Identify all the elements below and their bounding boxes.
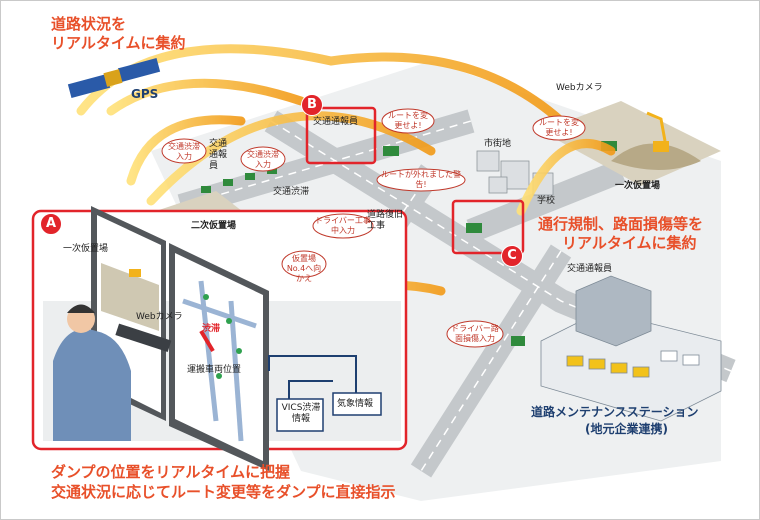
- traffic-officer-left-label: 交通通報員: [209, 139, 228, 171]
- heading-right-line1: 通行規制、路面損傷等を: [538, 215, 704, 233]
- vics-box: [276, 398, 324, 432]
- control-room: [31, 206, 408, 471]
- monitor-map: [182, 280, 257, 442]
- city-label: 市街地: [484, 139, 512, 149]
- primary-yard-label: 一次仮置場: [615, 181, 661, 191]
- bubble-off-route-warning: ルートが外れました警告!: [381, 170, 461, 189]
- road-work-label: 道路復旧工事: [367, 210, 404, 231]
- vehicle-dots: [203, 294, 242, 379]
- bubble-jam-input-2: 交通渋滞入力: [247, 150, 279, 169]
- heading-top-line2: リアルタイムに集約: [51, 34, 186, 52]
- operator-icon: [53, 304, 131, 441]
- traffic-jam-label: 交通渋滞: [273, 187, 310, 197]
- excavator-icon: [646, 111, 669, 152]
- bubble-yard-no4: 仮置場No.4へ向かえ: [286, 254, 322, 283]
- traffic-officer-b-label: 交通通報員: [313, 117, 359, 127]
- school-label: 学校: [537, 196, 556, 206]
- station-label-line2: (地元企業連携): [585, 422, 668, 436]
- vehicle-position-label: 運搬車両位置: [187, 365, 242, 375]
- keyboard: [115, 323, 172, 352]
- heading-top-line1: 道路状況を: [51, 15, 127, 33]
- primary-yard-monitor-label: 一次仮置場: [63, 244, 109, 254]
- vics-arrow: [288, 380, 333, 399]
- weather-label: 気象情報: [337, 399, 374, 409]
- gps-label: GPS: [131, 87, 159, 101]
- bubble-driver-damage-input: ドライバー路面損傷入力: [451, 324, 499, 343]
- webcam-top-label: Webカメラ: [556, 83, 603, 93]
- webcam-monitor-label: Webカメラ: [136, 312, 183, 322]
- maintenance-station: [540, 275, 722, 422]
- bubble-jam-input-1: 交通渋滞入力: [168, 142, 200, 161]
- marker-c: C: [501, 245, 523, 267]
- bubble-change-route-cam: ルートを変更せよ!: [539, 118, 579, 137]
- marker-a: A: [40, 213, 62, 235]
- map-jam-label: 渋滞: [202, 324, 221, 334]
- weather-arrow: [268, 355, 357, 393]
- speech-bubbles: [161, 108, 586, 348]
- satellite-icon: [67, 58, 161, 98]
- marker-b: B: [301, 94, 323, 116]
- bubble-driver-work-input: ドライバー工事中入力: [315, 216, 371, 235]
- heading-bottom-line2: 交通状況に応じてルート変更等をダンプに直接指示: [51, 483, 396, 501]
- heading-right-line2: リアルタイムに集約: [562, 234, 697, 252]
- heading-bottom-line1: ダンプの位置をリアルタイムに把握: [51, 463, 291, 481]
- vics-label: VICS渋滞情報: [281, 403, 321, 424]
- bubble-change-route-b: ルートを変更せよ!: [388, 111, 428, 130]
- highlight-b: [305, 106, 377, 165]
- monitor-excavator: [129, 269, 141, 277]
- secondary-yard-label: 二次仮置場: [191, 221, 237, 231]
- weather-box: [332, 392, 382, 416]
- highlight-c: [451, 199, 525, 255]
- station-label-line1: 道路メンテナンスステーション: [531, 405, 699, 419]
- monitor-jam-line: [199, 329, 215, 353]
- traffic-officer-right-label: 交通通報員: [567, 264, 613, 274]
- primary-yard-rubble: [611, 143, 701, 170]
